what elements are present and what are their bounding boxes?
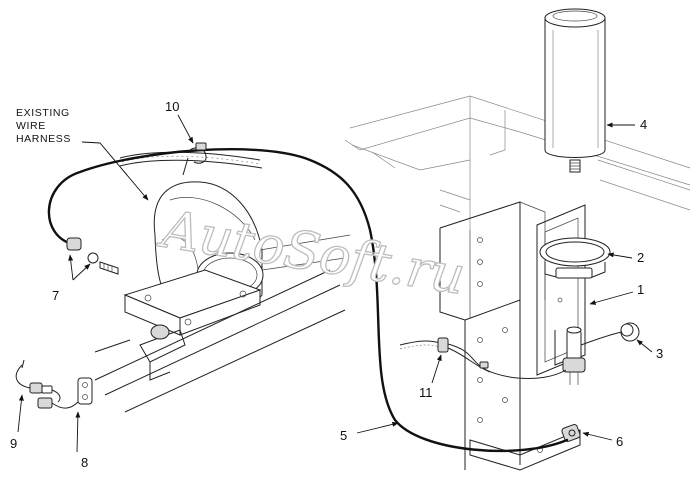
cable-tie (182, 142, 207, 176)
part-label-6: 6 (616, 434, 623, 449)
lower-harness (15, 359, 93, 409)
part-label-8: 8 (81, 455, 88, 470)
vehicle-body-outline (344, 95, 691, 230)
mounting-plate (123, 269, 262, 336)
clamp-band (539, 237, 611, 279)
part-label-5: 5 (340, 428, 347, 443)
elbow-connector (561, 424, 581, 442)
note-line-3: HARNESS (16, 133, 71, 145)
engine-frame-beams (94, 234, 351, 413)
existing-wire-harness (119, 151, 263, 169)
pigtail-connector (399, 331, 623, 380)
frame-rail (439, 201, 581, 471)
part-label-10: 10 (165, 99, 179, 114)
part-label-4: 4 (640, 117, 647, 132)
part-label-9: 9 (10, 436, 17, 451)
part-label-1: 1 (637, 282, 644, 297)
note-existing-wire-harness: EXISTING WIRE HARNESS (16, 107, 71, 145)
part-number-labels: 4 2 1 3 5 6 7 8 9 10 11 (10, 99, 663, 470)
part-label-7: 7 (52, 288, 59, 303)
note-line-1: EXISTING (16, 107, 70, 119)
sensor-body (562, 326, 586, 385)
fastener-group (66, 237, 119, 275)
cap-plug (620, 322, 640, 342)
main-cable (47, 148, 569, 453)
part-label-11: 11 (419, 385, 433, 400)
part-label-3: 3 (656, 346, 663, 361)
leader-lines (17, 114, 653, 453)
part-label-2: 2 (637, 250, 644, 265)
filter-canister (544, 8, 606, 173)
note-line-2: WIRE (16, 120, 46, 132)
